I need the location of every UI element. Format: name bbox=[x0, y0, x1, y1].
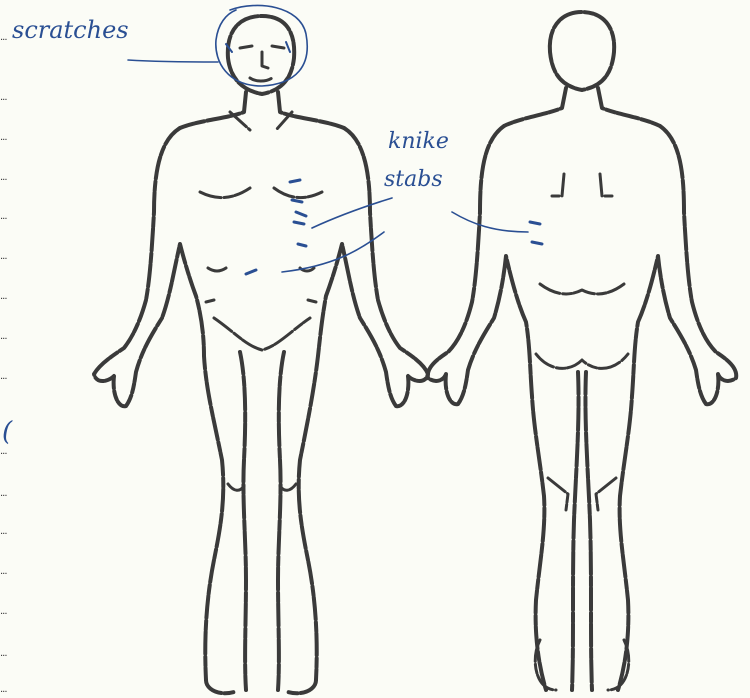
back-buttocks bbox=[536, 354, 628, 368]
front-feet bbox=[206, 680, 316, 693]
back-head bbox=[550, 12, 614, 90]
knife-stabs-pointer-1 bbox=[312, 198, 392, 228]
body-front-view bbox=[94, 16, 428, 693]
front-pelvis bbox=[214, 318, 310, 350]
back-inner-legs bbox=[572, 372, 592, 690]
front-torso-left bbox=[94, 128, 223, 680]
back-waist bbox=[540, 284, 624, 294]
margin-bracket-mark: ( bbox=[2, 417, 13, 447]
knife-stabs-pointer-2 bbox=[282, 232, 384, 272]
body-back-view bbox=[428, 12, 737, 690]
front-knees bbox=[228, 484, 296, 490]
back-shoulder-blades bbox=[552, 174, 612, 196]
front-inner-legs bbox=[240, 352, 284, 690]
back-knees bbox=[548, 478, 616, 510]
knife-stabs-label-line2: stabs bbox=[384, 167, 443, 192]
front-face bbox=[240, 46, 284, 81]
scratches-label: scratches bbox=[12, 16, 129, 44]
knife-stabs-label-line1: knike bbox=[388, 129, 449, 154]
stab-mark bbox=[246, 180, 542, 274]
back-neck bbox=[504, 88, 660, 126]
back-feet bbox=[535, 640, 629, 690]
knife-stabs-pointer-3 bbox=[452, 212, 528, 232]
front-neck bbox=[180, 92, 344, 128]
scratches-pointer bbox=[128, 60, 218, 62]
front-torso-right bbox=[299, 128, 428, 680]
front-chest-detail bbox=[200, 112, 322, 302]
back-torso-right bbox=[618, 126, 736, 690]
back-torso-left bbox=[428, 126, 546, 690]
